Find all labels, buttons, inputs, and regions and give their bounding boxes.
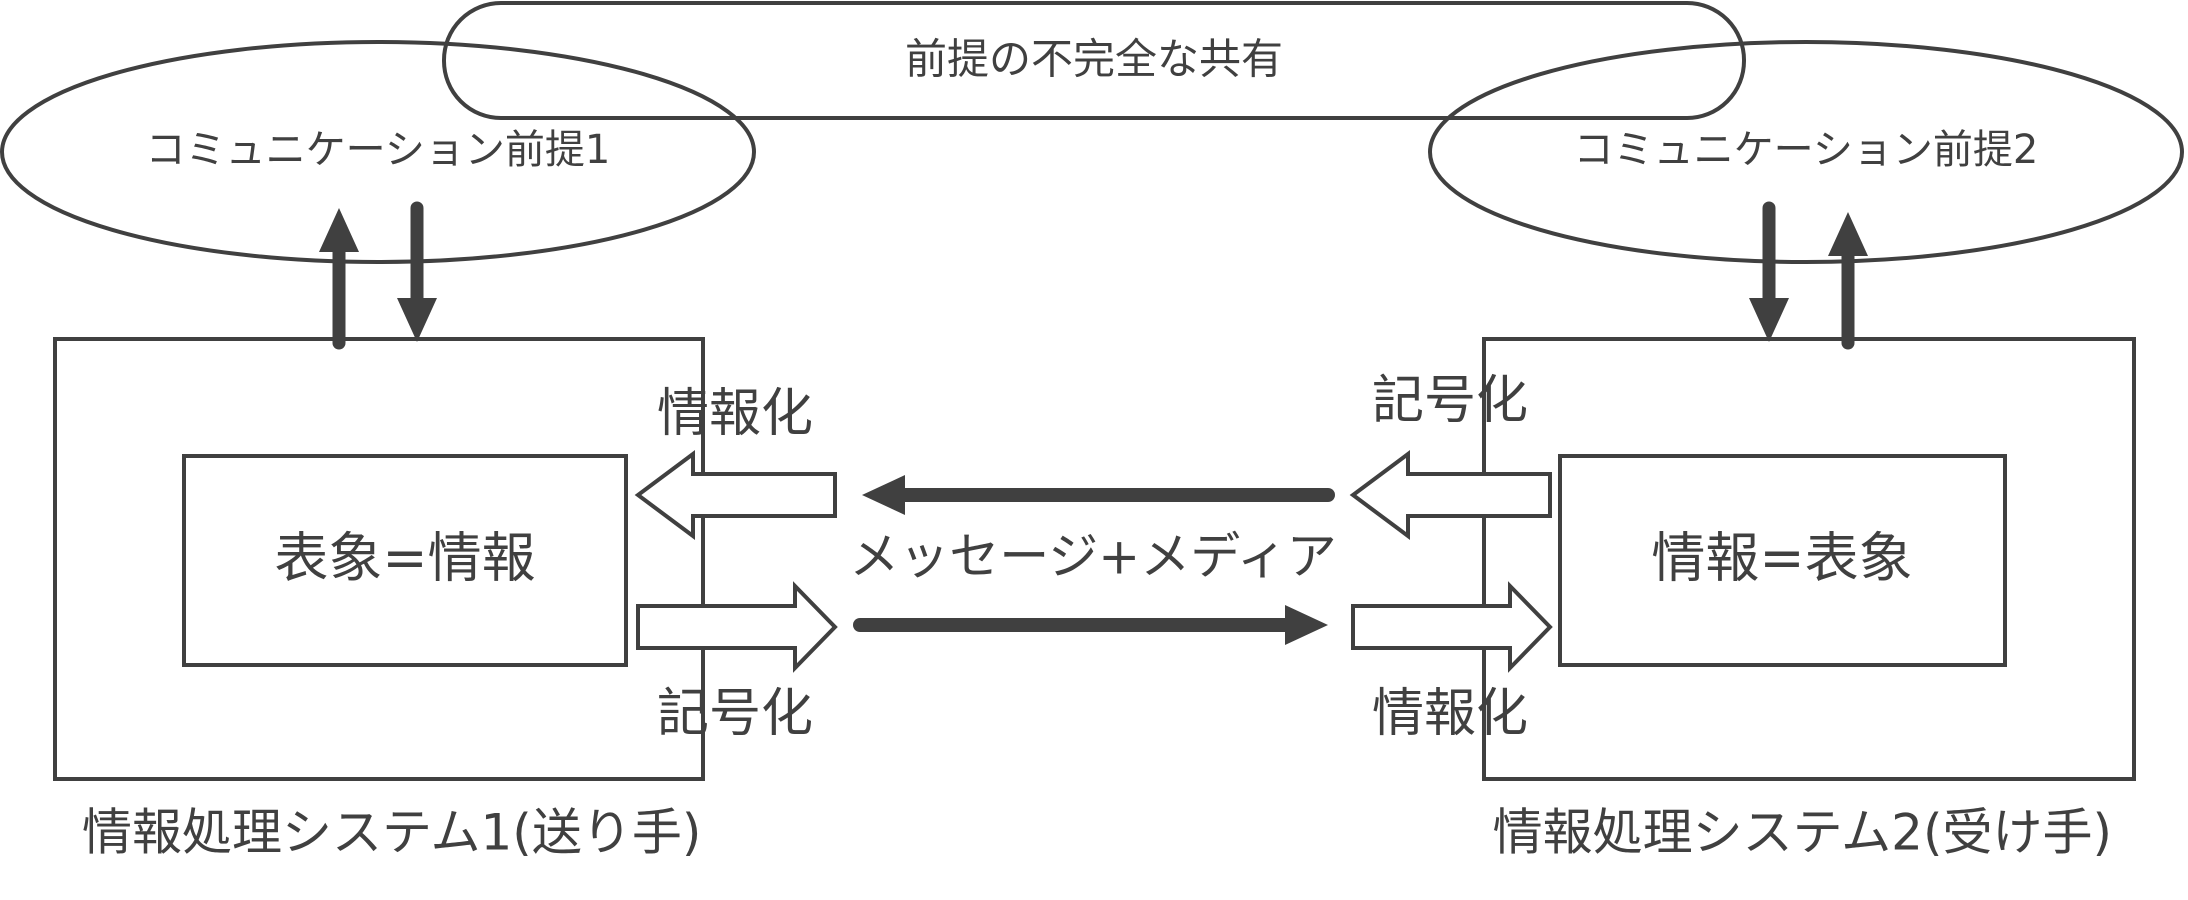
right-up-arrow: [1828, 212, 1868, 350]
message-media-label: メッセージ+メディア: [849, 528, 1336, 586]
left-informatize-label: 情報化: [657, 384, 813, 444]
left-down-arrow: [397, 201, 437, 342]
right-encode-label: 記号化: [1372, 371, 1528, 431]
system-left-box: [53, 337, 705, 781]
system-right-label: 情報処理システム2(受け手): [1493, 804, 2112, 862]
premise-left-label: コミュニケーション前提1: [146, 127, 611, 173]
inner-right-label: 情報=表象: [1651, 527, 1912, 590]
system-left-label: 情報処理システム1(送り手): [82, 804, 701, 862]
system-right-box: [1482, 337, 2136, 781]
message-return-arrow: [862, 475, 1335, 515]
left-encode-label: 記号化: [657, 684, 813, 744]
premise-right-ellipse: [1428, 40, 2184, 264]
shared-premise-box: [442, 1, 1746, 120]
right-down-arrow: [1749, 201, 1789, 342]
message-send-arrow: [853, 605, 1328, 645]
right-informatize-label: 情報化: [1372, 684, 1528, 744]
premise-left-ellipse: [0, 40, 756, 264]
left-up-arrow: [319, 208, 359, 350]
right-informatize-arrow: [1351, 581, 1553, 673]
inner-left-label: 表象=情報: [274, 527, 535, 590]
right-encode-arrow: [1349, 450, 1552, 540]
inner-left-box: [182, 454, 628, 667]
shared-premise-label: 前提の不完全な共有: [905, 35, 1283, 84]
left-informatize-arrow: [634, 450, 837, 540]
left-encode-arrow: [636, 581, 838, 673]
inner-right-box: [1558, 454, 2007, 667]
premise-right-label: コミュニケーション前提2: [1574, 127, 2039, 173]
